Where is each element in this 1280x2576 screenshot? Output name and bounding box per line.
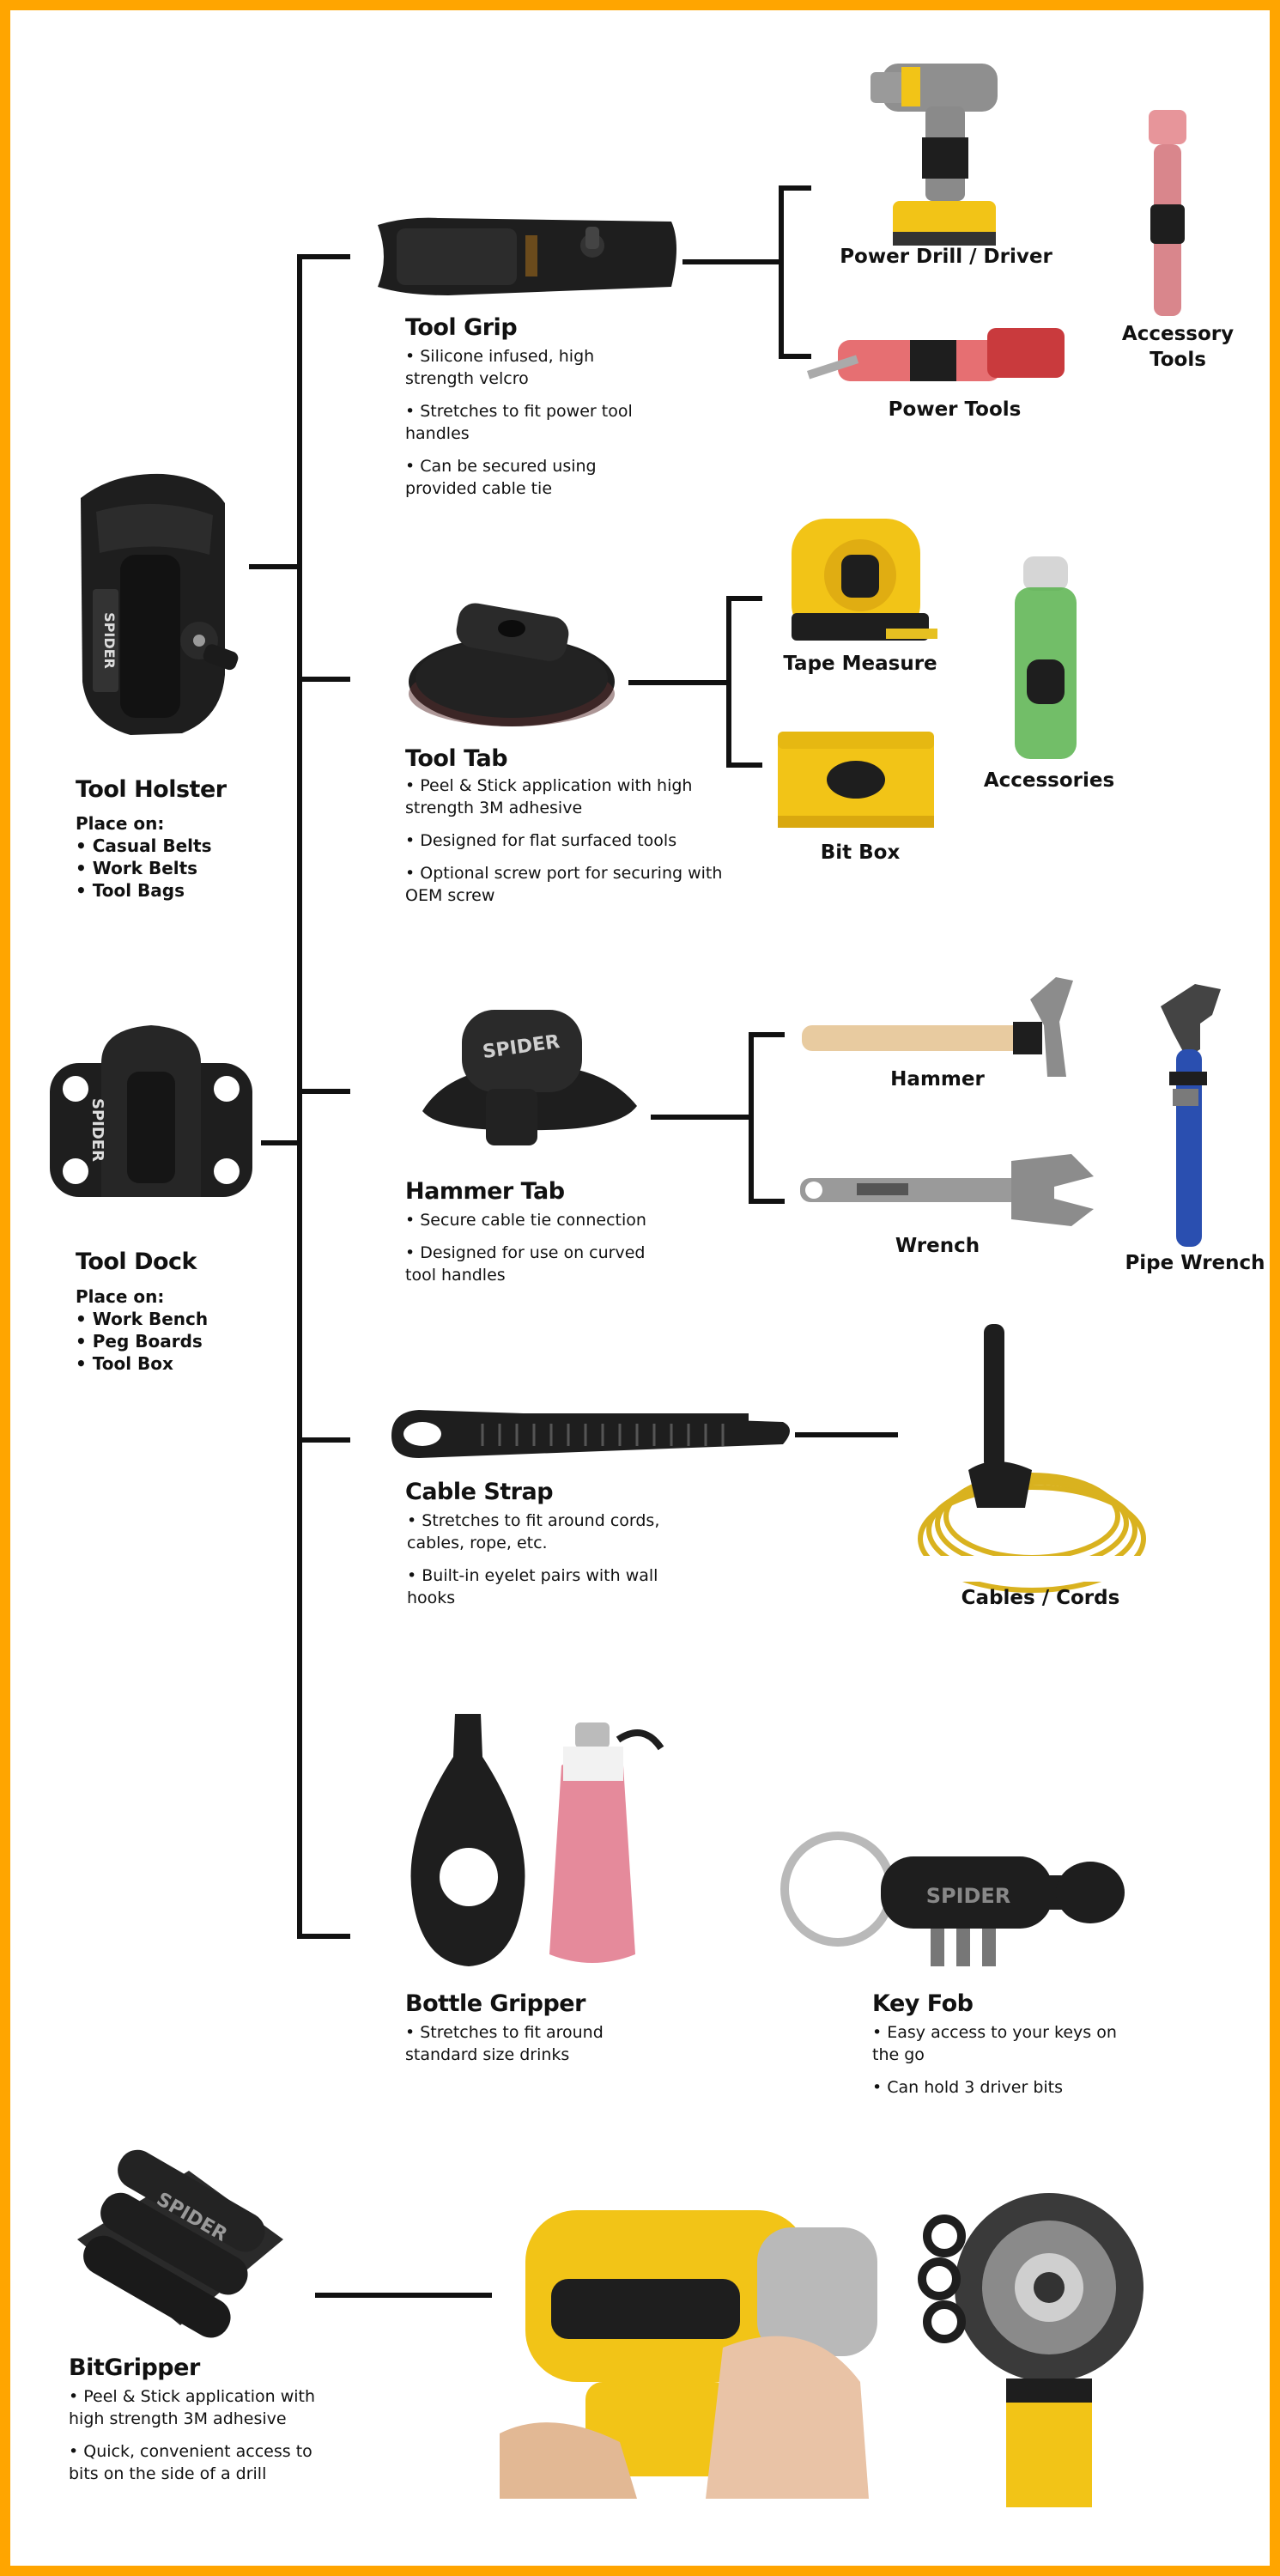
bitgripper-use-line xyxy=(315,2293,492,2298)
hammer-bullet-2: • Designed for use on curved tool handle… xyxy=(405,1243,646,1285)
tab-use-fork xyxy=(726,596,731,768)
bitgripper-image: SPIDER xyxy=(77,2149,283,2338)
dock-place-1: • Work Bench xyxy=(76,1309,209,1329)
hammer-bullets: • Secure cable tie connection • Designed… xyxy=(405,1209,680,1297)
key-fob-logo-text: SPIDER xyxy=(926,1884,1011,1908)
dock-place-label: Place on: xyxy=(76,1286,165,1307)
keyfob-title: Key Fob xyxy=(872,1990,974,2017)
holster-place-2: • Work Belts xyxy=(76,858,198,878)
bitgripper-bullets: • Peel & Stick application with high str… xyxy=(69,2385,326,2495)
holster-connector xyxy=(249,564,302,569)
power-tools-image xyxy=(807,328,1065,381)
hammer-image xyxy=(802,977,1073,1077)
bottle-bullet-1: • Stretches to fit around standard size … xyxy=(405,2023,604,2064)
grip-branch xyxy=(297,254,350,259)
hammer-title: Hammer Tab xyxy=(405,1178,565,1205)
drill-with-bitgripper-image xyxy=(500,2210,877,2499)
holster-title: Tool Holster xyxy=(76,776,227,803)
pipe-wrench-image xyxy=(1161,984,1221,1247)
dock-connector xyxy=(261,1140,302,1145)
tab-bullet-1: • Peel & Stick application with high str… xyxy=(405,776,693,817)
cable-title: Cable Strap xyxy=(405,1479,554,1505)
cable-strap-image xyxy=(391,1410,790,1458)
bitgripper-title: BitGripper xyxy=(69,2354,200,2381)
tab-use-bottom xyxy=(726,762,762,768)
bitgripper-bullet-1: • Peel & Stick application with high str… xyxy=(69,2387,316,2428)
bottle-branch xyxy=(297,1934,350,1939)
bottle-bullets: • Stretches to fit around standard size … xyxy=(405,2021,680,2076)
bit-box-image xyxy=(778,732,934,828)
use-pipe-wrench-label: Pipe Wrench xyxy=(1125,1252,1265,1274)
use-drill-label: Power Drill / Driver xyxy=(840,246,1053,268)
cables-image xyxy=(912,1324,1152,1593)
power-drill-image xyxy=(871,64,998,246)
tape-measure-image xyxy=(792,519,937,641)
tab-bullets: • Peel & Stick application with high str… xyxy=(405,775,749,917)
use-cables-label: Cables / Cords xyxy=(961,1587,1120,1609)
tab-use-top xyxy=(726,596,762,601)
keyfob-bullets: • Easy access to your keys on the go • C… xyxy=(872,2021,1130,2109)
use-powertools-label: Power Tools xyxy=(888,398,1022,421)
tool-holster-image: SPIDER xyxy=(81,473,239,735)
use-bitbox-label: Bit Box xyxy=(820,841,901,864)
bottle-title: Bottle Gripper xyxy=(405,1990,585,2017)
water-bottle-image xyxy=(1015,556,1077,759)
hammer-use-line xyxy=(651,1115,754,1120)
dock-logo-text: SPIDER xyxy=(88,1098,106,1162)
hammer-use-bottom xyxy=(749,1199,785,1204)
tab-bullet-3: • Optional screw port for securing with … xyxy=(405,864,723,905)
cable-bullets: • Stretches to fit around cords, cables,… xyxy=(407,1510,682,1619)
tool-tab-image xyxy=(409,603,615,726)
grip-use-top xyxy=(779,185,811,191)
hammer-tab-image: SPIDER xyxy=(422,1010,637,1145)
bottle-gripper-image xyxy=(410,1714,664,1966)
grip-title: Tool Grip xyxy=(405,314,518,341)
cable-use-line xyxy=(795,1432,898,1437)
grip-use-fork xyxy=(779,185,784,359)
dock-place-3: • Tool Box xyxy=(76,1353,173,1374)
use-accessory-tools-label: Accessory Tools xyxy=(1121,323,1235,371)
use-accessories-label: Accessories xyxy=(983,769,1115,792)
use-hammer-label: Hammer xyxy=(890,1068,985,1091)
grip-use-line xyxy=(682,259,784,264)
cable-bullet-1: • Stretches to fit around cords, cables,… xyxy=(407,1511,660,1552)
bitgripper-bullet-2: • Quick, convenient access to bits on th… xyxy=(69,2442,312,2483)
hammer-use-top xyxy=(749,1032,785,1037)
tool-grip-image xyxy=(378,217,676,295)
tool-dock-image: SPIDER xyxy=(50,1025,252,1197)
cable-bullet-2: • Built-in eyelet pairs with wall hooks xyxy=(407,1566,658,1607)
dock-title: Tool Dock xyxy=(76,1249,197,1275)
holster-logo-text: SPIDER xyxy=(101,612,118,669)
grip-use-bottom xyxy=(779,354,811,359)
key-fob-image: SPIDER xyxy=(780,1832,1125,1966)
keyfob-bullet-1: • Easy access to your keys on the go xyxy=(872,2023,1117,2064)
flashlight-image xyxy=(1149,110,1186,316)
holster-place-1: • Casual Belts xyxy=(76,835,212,856)
grip-bullets: • Silicone infused, high strength velcro… xyxy=(405,345,663,510)
drill-front-view-image xyxy=(918,2193,1144,2507)
grip-bullet-1: • Silicone infused, high strength velcro xyxy=(405,347,595,388)
holster-place-label: Place on: xyxy=(76,813,165,834)
holster-place-3: • Tool Bags xyxy=(76,880,185,901)
grip-bullet-3: • Can be secured using provided cable ti… xyxy=(405,457,597,498)
hammer-branch xyxy=(297,1089,350,1094)
dock-place-2: • Peg Boards xyxy=(76,1331,203,1352)
use-tape-label: Tape Measure xyxy=(783,653,937,675)
cable-branch xyxy=(297,1437,350,1443)
tab-title: Tool Tab xyxy=(405,745,508,772)
trunk-line xyxy=(297,254,302,1939)
tab-use-line xyxy=(628,680,731,685)
use-wrench-label: Wrench xyxy=(895,1235,980,1257)
keyfob-bullet-2: • Can hold 3 driver bits xyxy=(872,2078,1064,2097)
grip-bullet-2: • Stretches to fit power tool handles xyxy=(405,402,633,443)
hammer-bullet-1: • Secure cable tie connection xyxy=(405,1211,646,1230)
tab-bullet-2: • Designed for flat surfaced tools xyxy=(405,831,677,850)
hammer-use-fork xyxy=(749,1032,754,1204)
wrench-image xyxy=(800,1154,1094,1226)
tab-branch xyxy=(297,677,350,682)
